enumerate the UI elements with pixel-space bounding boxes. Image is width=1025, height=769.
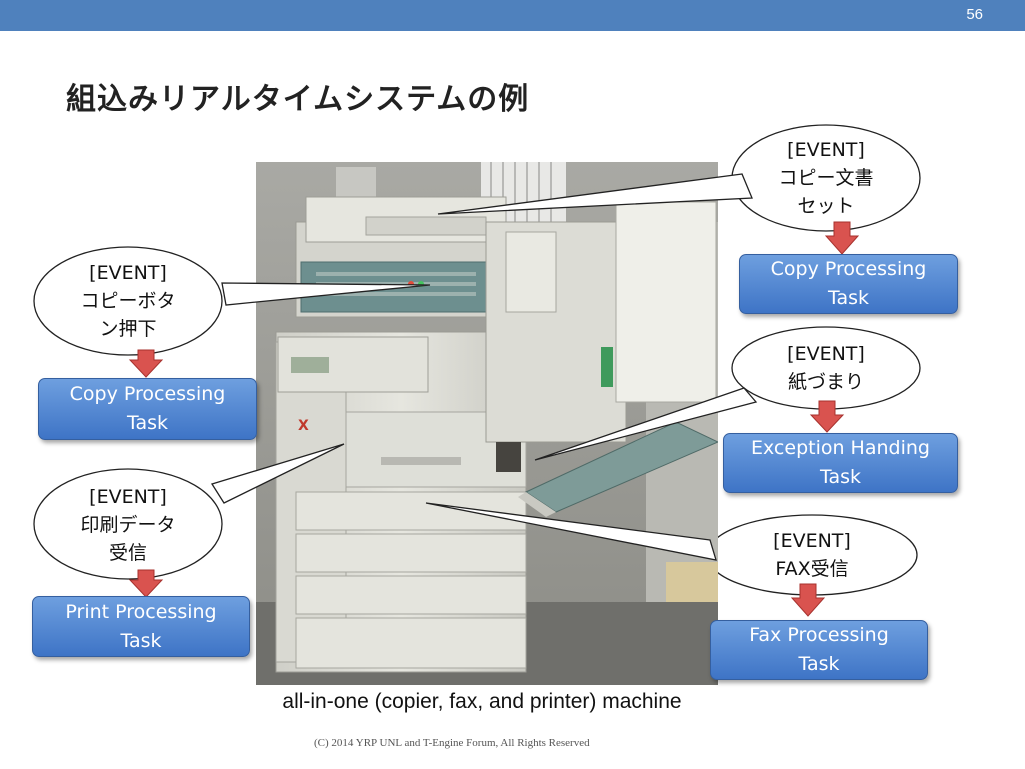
task-title: Exception Handing xyxy=(751,437,930,459)
event-text: コピー文書 xyxy=(778,167,874,189)
arrow-right-3 xyxy=(790,583,826,617)
task-title: Print Processing xyxy=(65,600,217,623)
event-bubble-print-data: [EVENT] 印刷データ 受信 xyxy=(33,468,223,581)
callout-tail-copy-document xyxy=(437,173,753,215)
task-right-exception-handling: Exception Handing Task xyxy=(723,433,958,493)
callout-tail-fax xyxy=(425,502,717,561)
event-text: 紙づまり xyxy=(787,371,864,393)
event-text: 印刷データ xyxy=(80,513,176,536)
event-label: [EVENT] xyxy=(89,262,167,284)
arrow-left-2 xyxy=(128,569,164,598)
event-text: コピーボタ xyxy=(80,290,176,312)
task-subtitle: Task xyxy=(827,287,869,309)
event-text: FAX受信 xyxy=(775,558,849,580)
event-label: [EVENT] xyxy=(787,343,865,365)
task-subtitle: Task xyxy=(819,466,861,488)
arrow-right-1 xyxy=(824,221,860,255)
photo-caption: all-in-one (copier, fax, and printer) ma… xyxy=(282,690,682,713)
event-text: セット xyxy=(797,195,855,217)
task-left-print-processing: Print Processing Task xyxy=(32,596,250,657)
slide-title: 組込みリアルタイムシステムの例 xyxy=(66,82,530,117)
task-title: Copy Processing xyxy=(69,383,226,405)
task-title: Copy Processing xyxy=(770,258,927,280)
svg-text:X: X xyxy=(298,418,309,434)
task-subtitle: Task xyxy=(126,412,168,434)
event-label: [EVENT] xyxy=(787,139,865,161)
task-subtitle: Task xyxy=(798,653,840,675)
task-left-copy-processing: Copy Processing Task xyxy=(38,378,257,440)
task-right-fax-processing: Fax Processing Task xyxy=(710,620,928,680)
callout-tail-print-data xyxy=(210,443,345,504)
callout-tail-paper-jam xyxy=(534,387,758,461)
event-label: [EVENT] xyxy=(773,530,851,552)
event-bubble-fax: [EVENT] FAX受信 xyxy=(706,514,918,596)
task-title: Fax Processing xyxy=(749,624,889,646)
page-number: 56 xyxy=(966,6,983,23)
event-label: [EVENT] xyxy=(89,485,167,508)
event-bubble-copy-document: [EVENT] コピー文書 セット xyxy=(731,124,921,232)
top-bar: 56 xyxy=(0,0,1025,31)
event-bubble-copy-button: [EVENT] コピーボタ ン押下 xyxy=(33,246,223,356)
task-subtitle: Task xyxy=(120,629,162,652)
copyright-footer: (C) 2014 YRP UNL and T-Engine Forum, All… xyxy=(314,737,590,749)
callout-tail-copy-button xyxy=(221,282,431,306)
event-text: ン押下 xyxy=(99,318,157,340)
task-right-copy-processing: Copy Processing Task xyxy=(739,254,958,314)
arrow-right-2 xyxy=(809,400,845,433)
event-text: 受信 xyxy=(108,541,147,564)
arrow-left-1 xyxy=(128,349,164,378)
event-bubble-paper-jam: [EVENT] 紙づまり xyxy=(731,326,921,410)
